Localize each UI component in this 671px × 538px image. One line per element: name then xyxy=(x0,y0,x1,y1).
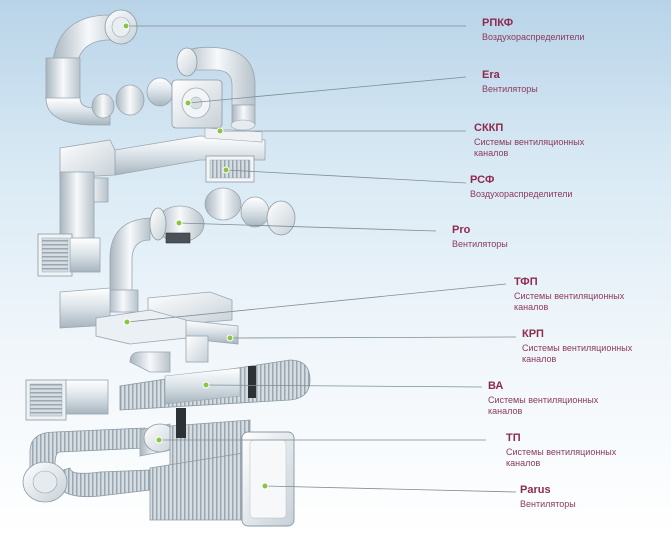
callout-desc: Системы вентиляционных каналов xyxy=(474,137,585,158)
callout-skkp: СККП Системы вентиляционных каналов xyxy=(474,122,614,159)
callout-title: Era xyxy=(482,69,500,81)
callout-rsf: РСФ Воздухораспределители xyxy=(470,174,630,200)
top-duct-assembly xyxy=(45,9,266,203)
markers xyxy=(122,22,269,490)
marker-rsf xyxy=(222,166,230,174)
leader-line-era xyxy=(187,76,467,104)
leader-line-pro xyxy=(178,222,437,232)
marker-tfp xyxy=(123,318,131,326)
callout-desc: Вентиляторы xyxy=(482,84,538,94)
marker-krp xyxy=(226,334,234,342)
leader-line-rsf xyxy=(225,169,467,184)
bottom-duct-assembly xyxy=(22,351,311,527)
middle-duct-assembly xyxy=(37,171,296,363)
marker-tp xyxy=(155,436,163,444)
marker-era xyxy=(184,99,192,107)
callout-title: Parus xyxy=(520,484,551,496)
callout-desc: Системы вентиляционных каналов xyxy=(488,395,599,416)
callout-title: ТФП xyxy=(514,276,538,288)
callout-title: РСФ xyxy=(470,174,495,186)
callout-krp: КРП Системы вентиляционных каналов xyxy=(522,328,662,365)
callout-desc: Вентиляторы xyxy=(520,499,576,509)
callout-title: КРП xyxy=(522,328,544,340)
callout-era: Era Вентиляторы xyxy=(482,69,642,95)
callout-title: ВА xyxy=(488,380,504,392)
callout-title: Pro xyxy=(452,224,471,236)
marker-va xyxy=(202,381,210,389)
marker-rpkf xyxy=(122,22,130,30)
marker-skkp xyxy=(216,127,224,135)
callout-desc: Системы вентиляционных каналов xyxy=(514,291,625,312)
callout-parus: Parus Вентиляторы xyxy=(520,484,671,510)
callout-desc: Воздухораспределители xyxy=(482,32,585,42)
callout-desc: Системы вентиляционных каналов xyxy=(506,447,617,468)
callout-desc: Системы вентиляционных каналов xyxy=(522,343,633,364)
callout-title: РПКФ xyxy=(482,17,514,29)
callout-pro: Pro Вентиляторы xyxy=(452,224,612,250)
callout-tfp: ТФП Системы вентиляционных каналов xyxy=(514,276,654,313)
callout-tp: ТП Системы вентиляционных каналов xyxy=(506,432,646,469)
callout-title: ТП xyxy=(506,432,521,444)
marker-parus xyxy=(261,482,269,490)
leader-line-parus xyxy=(264,485,517,493)
callout-title: СККП xyxy=(474,122,504,134)
marker-pro xyxy=(175,219,183,227)
leader-line-tfp xyxy=(126,283,507,323)
callout-desc: Вентиляторы xyxy=(452,239,508,249)
leader-lines xyxy=(126,25,517,493)
callout-va: ВА Системы вентиляционных каналов xyxy=(488,380,628,417)
leader-line-krp xyxy=(229,336,517,339)
leader-line-va xyxy=(205,384,483,388)
callout-rpkf: РПКФ Воздухораспределители xyxy=(482,17,642,43)
callout-desc: Воздухораспределители xyxy=(470,189,573,199)
